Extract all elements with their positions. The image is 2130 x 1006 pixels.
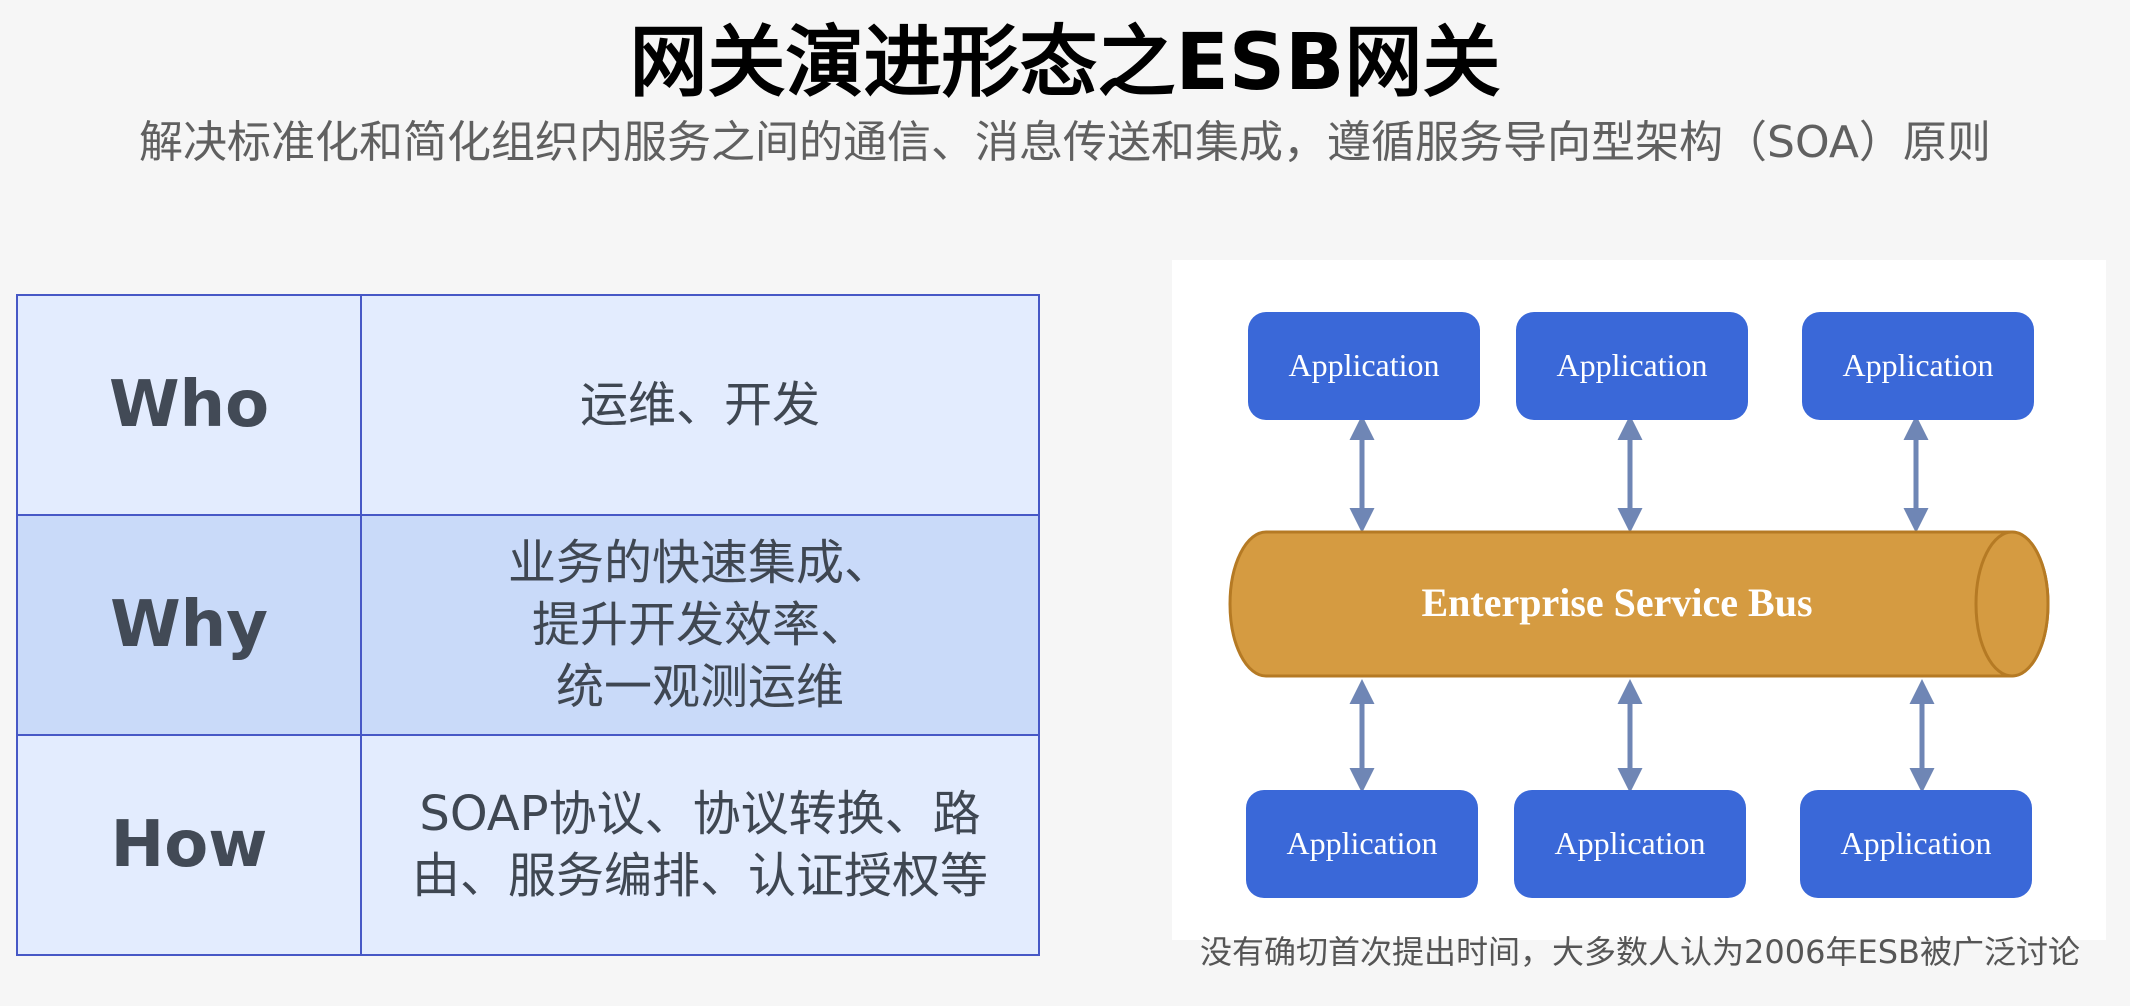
application-label: Application	[1288, 347, 1439, 383]
row-value-who: 运维、开发	[360, 294, 1040, 516]
application-label: Application	[1842, 347, 1993, 383]
enterprise-service-bus: Enterprise Service Bus	[1228, 530, 2050, 678]
diagram-caption: 没有确切首次提出时间，大多数人认为2006年ESB被广泛讨论	[1200, 933, 2080, 971]
table-row-why: Why 业务的快速集成、 提升开发效率、 统一观测运维	[16, 514, 1040, 736]
table-row-who: Who 运维、开发	[16, 294, 1040, 516]
application-box-bottom-1: Application	[1246, 790, 1478, 898]
application-box-top-1: Application	[1248, 312, 1480, 420]
row-key-why: Why	[16, 514, 362, 736]
application-box-bottom-3: Application	[1800, 790, 2032, 898]
value-line: 统一观测运维	[555, 659, 844, 715]
value-line: 由、服务编排、认证授权等	[411, 848, 988, 904]
application-box-top-2: Application	[1516, 312, 1748, 420]
application-label: Application	[1556, 347, 1707, 383]
value-line: 业务的快速集成、	[507, 535, 892, 591]
application-label: Application	[1554, 825, 1705, 861]
esb-diagram-svg: Enterprise Service Bus Application Appli…	[1228, 312, 2050, 898]
page-subtitle: 解决标准化和简化组织内服务之间的通信、消息传送和集成，遵循服务导向型架构（SOA…	[139, 117, 1991, 168]
value-line: 运维、开发	[579, 377, 820, 433]
row-value-why: 业务的快速集成、 提升开发效率、 统一观测运维	[360, 514, 1040, 736]
row-key-how: How	[16, 734, 362, 956]
row-key-who: Who	[16, 294, 362, 516]
application-label: Application	[1840, 825, 1991, 861]
who-why-how-table: Who 运维、开发 Why 业务的快速集成、 提升开发效率、 统一观测运维 Ho…	[16, 294, 1040, 956]
esb-diagram: Enterprise Service Bus Application Appli…	[1172, 260, 2106, 940]
page-title: 网关演进形态之ESB网关	[629, 18, 1501, 108]
application-box-top-3: Application	[1802, 312, 2034, 420]
row-value-how: SOAP协议、协议转换、路 由、服务编排、认证授权等	[360, 734, 1040, 956]
application-label: Application	[1286, 825, 1437, 861]
bus-label: Enterprise Service Bus	[1421, 580, 1812, 625]
value-line: 提升开发效率、	[531, 597, 868, 653]
application-box-bottom-2: Application	[1514, 790, 1746, 898]
value-line: SOAP协议、协议转换、路	[419, 786, 981, 842]
table-row-how: How SOAP协议、协议转换、路 由、服务编排、认证授权等	[16, 734, 1040, 956]
